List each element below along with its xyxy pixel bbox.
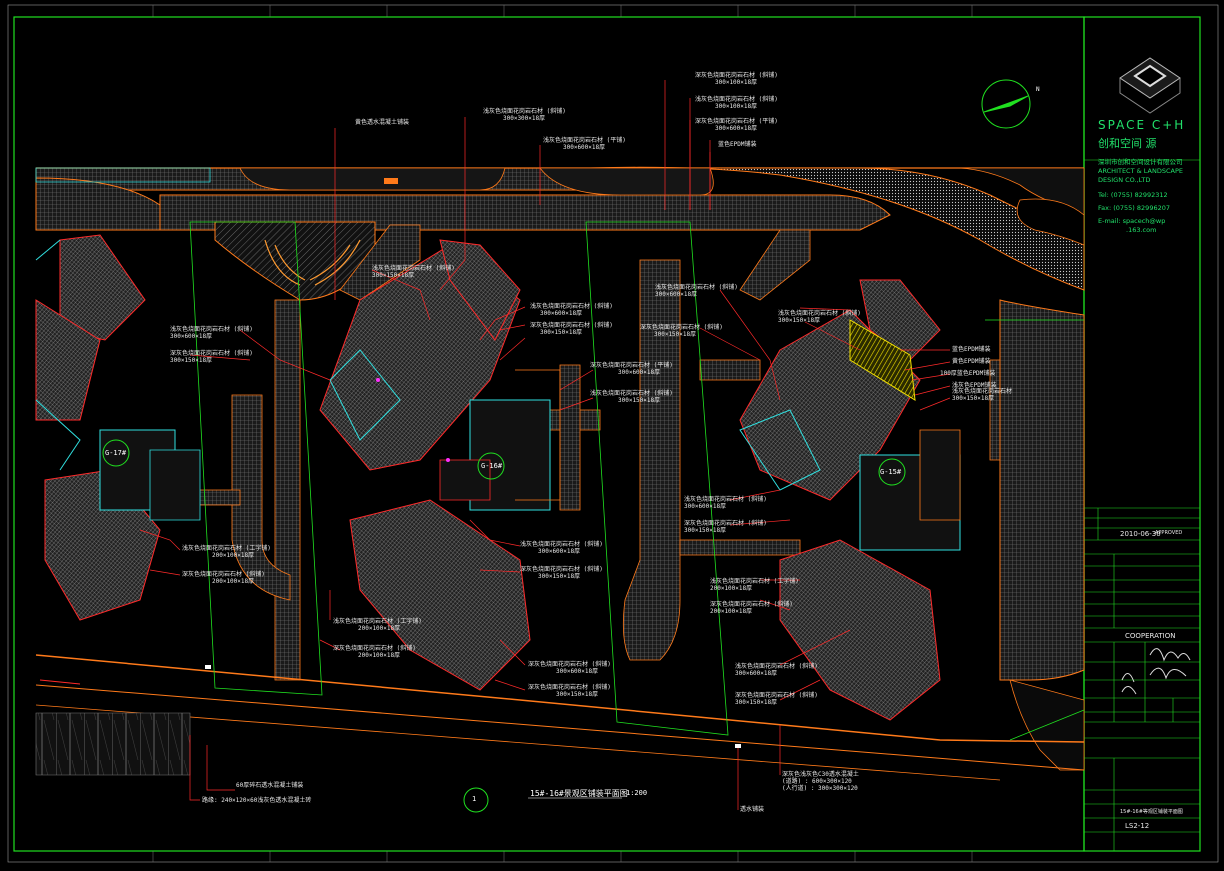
label-r-b: 深灰色烧面花岗岩石材 (斜铺)300×150×18厚 — [640, 324, 723, 338]
label-mid-b: 浅灰色烧面花岗岩石材 (斜铺)300×600×18厚 — [530, 303, 613, 317]
label-top-d: 深灰色烧面花岗岩石材 (斜铺)300×100×18厚 — [695, 72, 778, 86]
label-bottom-a: 60厚碎石透水混凝土铺装 — [236, 782, 304, 789]
label-br-b: 深灰色烧面花岗岩石材 (斜铺)300×150×18厚 — [684, 520, 767, 534]
label-epdm-3: 100厚蓝色EPDM铺装 — [940, 370, 996, 377]
drawing-title: 15#-16#景观区铺装平面图 — [530, 789, 628, 798]
company-fax: Fax: (0755) 82996207 — [1098, 204, 1170, 212]
label-br-a: 浅灰色烧面花岗岩石材 (斜铺)300×600×18厚 — [684, 496, 767, 510]
brand-name-cn: 创和空间 源 — [1098, 137, 1157, 150]
callout-number: 1 — [472, 795, 477, 803]
label-bc-d: 深灰色烧面花岗岩石材 (斜铺)300×150×18厚 — [528, 684, 611, 698]
label-lc-a: 浅灰色烧面花岗岩石材 (工字铺)200×100×18厚 — [333, 618, 422, 632]
label-top-e: 浅灰色烧面花岗岩石材 (斜铺)300×100×18厚 — [695, 96, 778, 110]
label-left-b: 深灰色烧面花岗岩石材 (斜铺)300×150×18厚 — [170, 350, 253, 364]
cooperation-label: COOPERATION — [1125, 632, 1176, 640]
signatures — [1121, 648, 1191, 695]
label-top-b: 浅灰色烧面花岗岩石材 (斜铺)300×300×18厚 — [483, 108, 566, 122]
building-tag-g15: G-15# — [880, 468, 902, 476]
yellow-epdm-area — [849, 319, 916, 401]
outer-border — [7, 4, 1219, 863]
label-left-a: 浅灰色烧面花岗岩石材 (斜铺)300×600×18厚 — [170, 326, 253, 340]
company-email: E-mail: spacech@wp — [1098, 217, 1166, 225]
company-email-2: .163.com — [1126, 226, 1157, 234]
building-g16 — [319, 239, 561, 691]
label-bc-a: 浅灰色烧面花岗岩石材 (斜铺)300×600×18厚 — [520, 541, 603, 555]
label-br-f: 深灰色烧面花岗岩石材 (斜铺)300×150×18厚 — [735, 692, 818, 706]
label-ll-a: 浅灰色烧面花岗岩石材 (工字铺)200×100×18厚 — [182, 545, 271, 559]
label-br-c: 浅灰色烧面花岗岩石材 (工字铺)200×100×18厚 — [710, 578, 799, 592]
building-tag-g17: G-17# — [105, 449, 127, 457]
company-en-1: ARCHITECT & LANDSCAPE — [1098, 167, 1183, 175]
label-r-c: 浅灰色烧面花岗岩石材 (斜铺)300×150×18厚 — [778, 310, 861, 324]
label-mid-e: 浅灰色烧面花岗岩石材 (斜铺)300×150×18厚 — [590, 390, 673, 404]
issue-date: 2010-06-30 — [1120, 530, 1161, 538]
label-top-f: 深灰色烧面花岗岩石材 (平铺)300×600×18厚 — [695, 118, 778, 132]
label-bottom-c: 深灰色浅灰色C30透水混凝土(道路) : 600×300×120(人行道) : … — [782, 771, 859, 792]
label-top-a: 黄色透水混凝土铺装 — [355, 119, 410, 126]
label-mid-c: 深灰色烧面花岗岩石材 (斜铺)300×150×18厚 — [530, 322, 613, 336]
company-logo — [1119, 57, 1181, 114]
company-cn: 深圳市创和空间设计有限公司 — [1098, 158, 1183, 166]
label-bottom-b: 路缘: 240×120×60浅灰色透水混凝土砖 — [202, 797, 312, 804]
label-top-c: 浅灰色烧面花岗岩石材 (平铺)300×600×18厚 — [543, 137, 626, 151]
company-en-2: DESIGN CO.,LTD — [1098, 176, 1151, 184]
parking-strip — [35, 712, 191, 776]
label-epdm-4: 浅灰色EPDM铺装 — [952, 382, 997, 389]
issue-status: APPROVED — [1155, 530, 1183, 536]
drawing-scale: 1:200 — [626, 789, 648, 797]
label-mid-a: 浅灰色烧面花岗岩石材 (斜铺)300×150×18厚 — [372, 265, 455, 279]
label-lc-b: 深灰色烧面花岗岩石材 (斜铺)200×100×18厚 — [333, 645, 416, 659]
building-tag-g16: G-16# — [481, 462, 503, 470]
building-g17 — [35, 234, 201, 621]
label-br-e: 浅灰色烧面花岗岩石材 (斜铺)300×600×18厚 — [735, 663, 818, 677]
north-label: N — [1036, 86, 1040, 93]
drawing-number: LS2-12 — [1125, 822, 1150, 830]
label-bottom-d: 透水铺装 — [740, 806, 765, 813]
label-bc-b: 深灰色烧面花岗岩石材 (斜铺)300×150×18厚 — [520, 566, 603, 580]
label-mid-d: 深灰色烧面花岗岩石材 (平铺)300×600×18厚 — [590, 362, 673, 376]
label-ll-b: 深灰色烧面花岗岩石材 (斜铺)200×100×18厚 — [182, 571, 265, 585]
label-br-d: 深灰色烧面花岗岩石材 (斜铺)200×100×18厚 — [710, 601, 793, 615]
label-top-g: 蓝色EPDM铺装 — [718, 141, 757, 148]
sheet-title: 15#-16#等观区铺装平面图 — [1120, 809, 1183, 815]
company-tel: Tel: (0755) 82992312 — [1098, 191, 1168, 199]
road-lower-edge — [35, 654, 1085, 743]
label-bc-c: 深灰色烧面花岗岩石材 (斜铺)300×600×18厚 — [528, 661, 611, 675]
label-epdm-1: 蓝色EPDM铺装 — [952, 346, 991, 353]
brand-name: SPACE C+H — [1098, 118, 1186, 132]
building-g15 — [739, 279, 961, 721]
label-r-a: 浅灰色烧面花岗岩石材 (斜铺)300×600×18厚 — [655, 284, 738, 298]
north-arrow — [981, 79, 1031, 129]
label-epdm-2: 黄色EPDM铺装 — [952, 358, 991, 365]
